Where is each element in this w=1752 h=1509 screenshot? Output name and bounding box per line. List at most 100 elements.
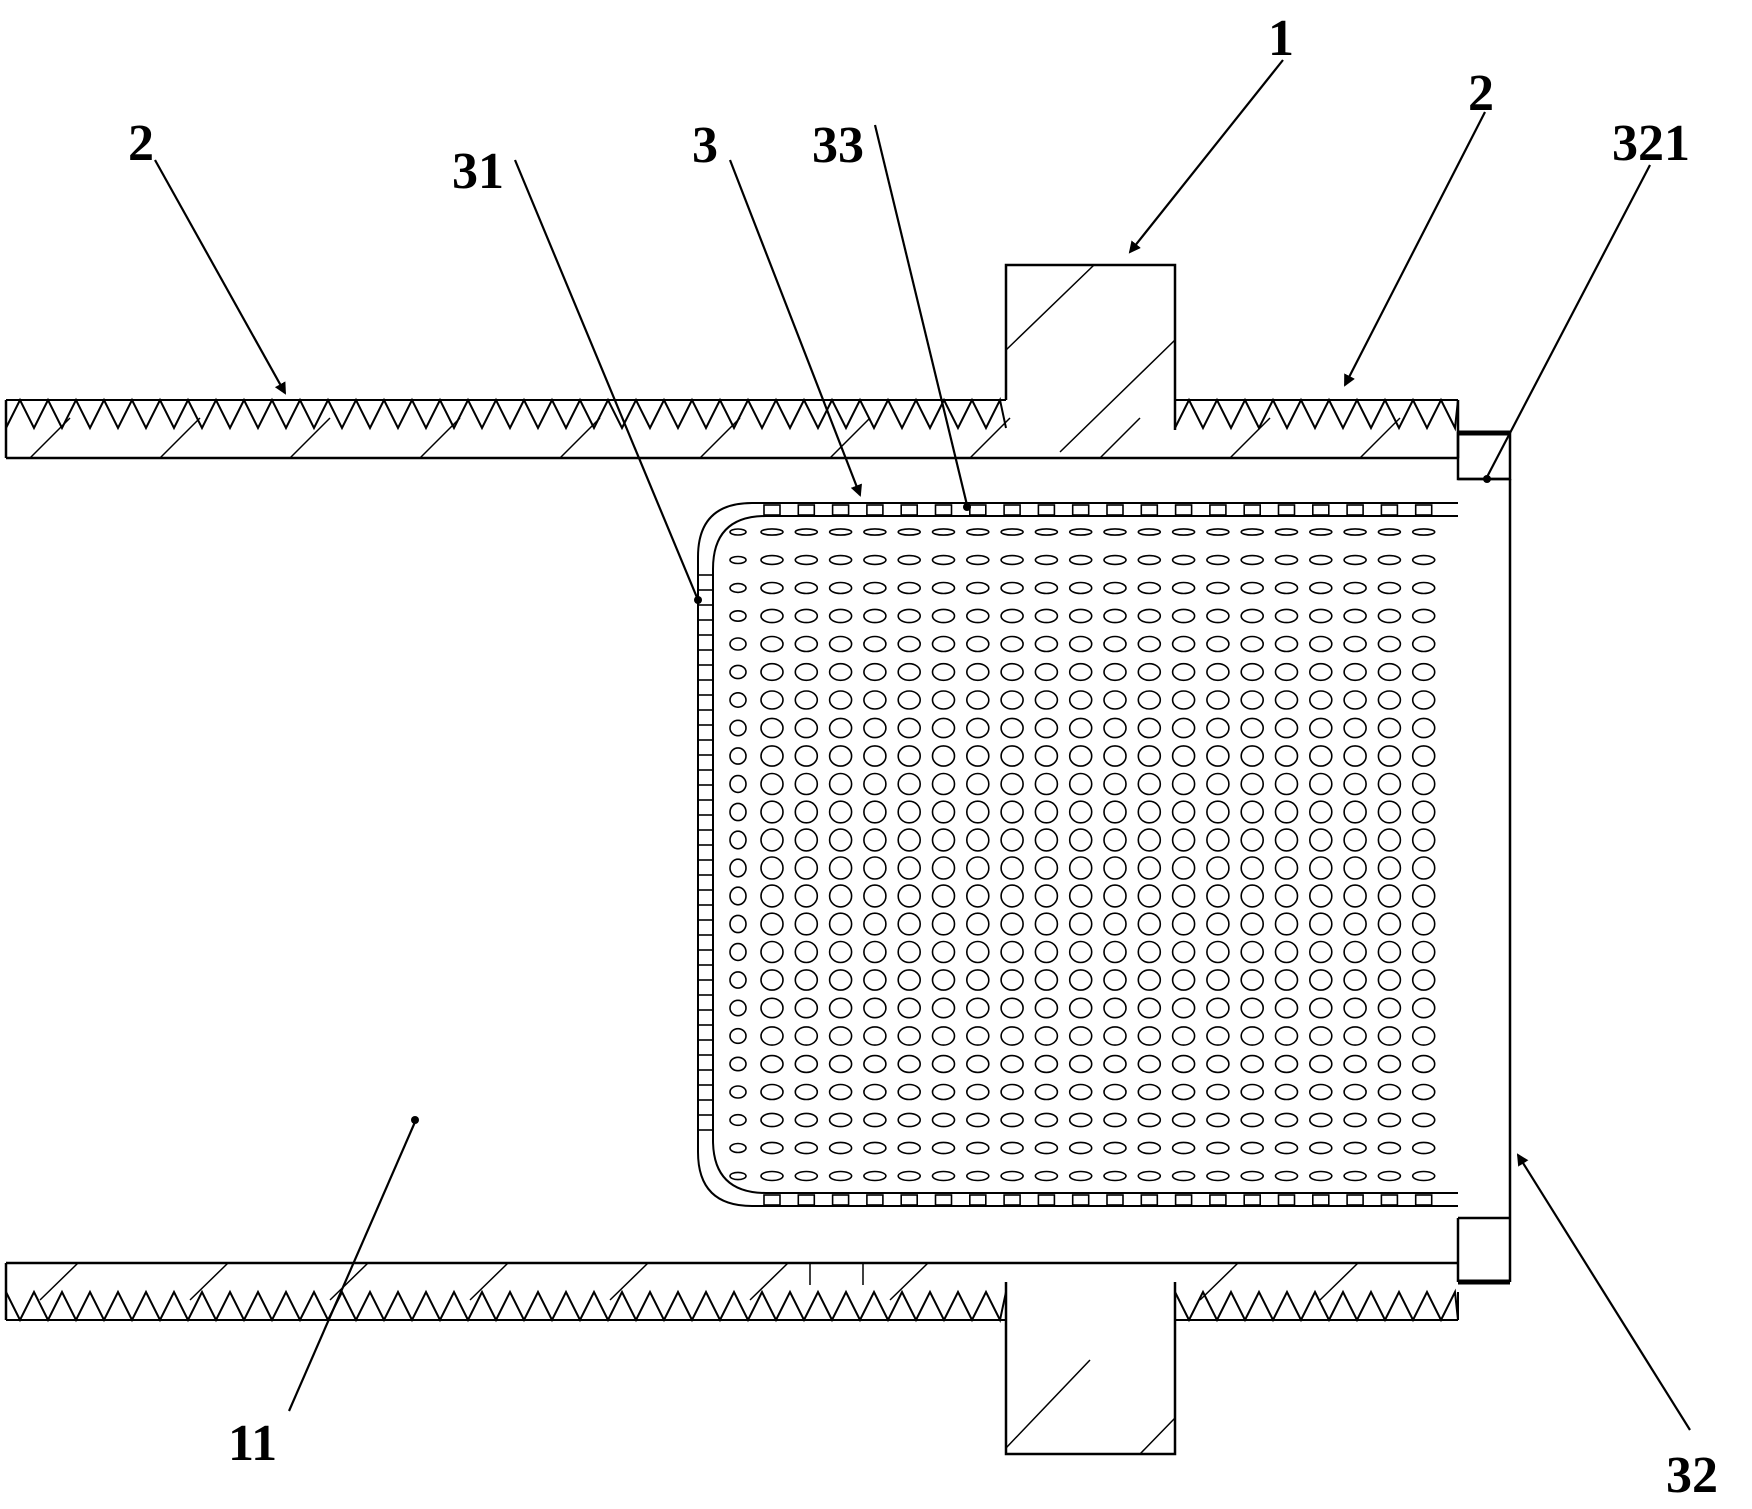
hatch-line: [159, 417, 201, 459]
perforation-hole: [794, 1170, 819, 1182]
perforation-hole: [1274, 884, 1299, 908]
perforation-hole: [1411, 884, 1436, 908]
perforation-hole: [1206, 912, 1230, 936]
perforation-hole: [965, 884, 990, 908]
perforation-hole: [1411, 635, 1436, 653]
perforation-hole: [1068, 828, 1093, 852]
perforation-hole: [1103, 1112, 1127, 1128]
hatch-line: [419, 417, 461, 459]
perforation-hole: [760, 940, 784, 964]
perforation-hole: [1171, 717, 1196, 739]
perforation-hole: [1137, 1054, 1162, 1074]
perforation-hole: [1034, 745, 1059, 767]
perforation-hole: [897, 800, 922, 824]
perforation-hole: [1274, 528, 1299, 536]
perforation-hole: [1137, 940, 1162, 964]
rim-slot: [763, 504, 781, 516]
perforation-hole: [1240, 554, 1264, 566]
perforation-hole: [794, 1141, 819, 1155]
perforation-hole: [1343, 940, 1367, 964]
perforation-hole: [863, 828, 887, 852]
perforation-hole: [897, 690, 922, 710]
rim-slot: [1414, 1194, 1433, 1206]
perforation-hole: [863, 662, 887, 682]
hatch-line: [1319, 1262, 1359, 1301]
perforation-hole: [1343, 772, 1367, 796]
perforation-hole: [897, 1170, 922, 1182]
perforation-hole: [1171, 884, 1196, 908]
perforation-hole: [760, 912, 784, 936]
perforation-hole: [1274, 940, 1299, 964]
section-hatching: [29, 264, 1401, 1455]
perforation-hole: [1206, 856, 1230, 880]
perforation-hole: [931, 745, 956, 767]
perforation-hole: [897, 912, 922, 936]
perforation-hole: [965, 940, 990, 964]
perforation-hole: [760, 1083, 784, 1101]
perforation-hole: [1068, 581, 1093, 595]
perforation-hole: [1000, 1112, 1024, 1128]
perforation-hole: [965, 1112, 990, 1128]
perforation-hole: [794, 1083, 819, 1101]
perforation-hole: [965, 1083, 990, 1101]
perforation-hole: [1034, 635, 1059, 653]
perforation-hole: [729, 528, 747, 536]
perforation-hole: [1000, 800, 1024, 824]
perforation-hole: [1171, 856, 1196, 880]
perforation-hole: [1103, 912, 1127, 936]
label-33: 33: [812, 117, 864, 174]
perforation-hole: [897, 772, 922, 796]
leader-dots: [411, 475, 1491, 1124]
perforation-hole: [1137, 635, 1162, 653]
perforation-hole: [1137, 1170, 1162, 1182]
perforation-hole: [897, 884, 922, 908]
perforation-hole: [931, 997, 956, 1019]
perforation-hole: [794, 1054, 819, 1074]
perforation-hole: [931, 581, 956, 595]
perforation-hole: [1068, 635, 1093, 653]
perforation-hole: [897, 635, 922, 653]
perforation-hole: [965, 912, 990, 936]
perforation-hole: [729, 1113, 747, 1127]
perforation-hole: [1240, 772, 1264, 796]
label-2-right: 2: [1468, 65, 1494, 122]
perforation-hole: [1343, 1026, 1367, 1046]
perforation-hole: [1411, 800, 1436, 824]
hatch-line: [889, 1262, 929, 1301]
perforation-hole: [1068, 662, 1093, 682]
perforation-hole: [1103, 608, 1127, 624]
perforation-hole: [863, 969, 887, 991]
hatch-line: [699, 417, 741, 459]
perforation-hole: [1137, 581, 1162, 595]
perforation-hole: [1377, 856, 1402, 880]
perforation-hole: [828, 635, 853, 653]
perforation-hole: [1034, 581, 1059, 595]
perforation-hole: [1309, 717, 1333, 739]
perforation-hole: [1206, 690, 1230, 710]
perforation-hole: [1171, 1026, 1196, 1046]
perforation-hole: [1171, 554, 1196, 566]
perforation-hole: [1411, 1054, 1436, 1074]
perforation-hole: [1137, 1141, 1162, 1155]
thread-teeth: [1174, 397, 1459, 432]
perforation-hole: [1411, 608, 1436, 624]
hatch-line: [969, 417, 1011, 459]
perforation-hole: [897, 745, 922, 767]
perforation-hole: [931, 969, 956, 991]
perforation-hole: [965, 717, 990, 739]
perforation-hole: [1103, 997, 1127, 1019]
perforation-hole: [1068, 940, 1093, 964]
perforation-hole: [1137, 997, 1162, 1019]
perforation-hole: [828, 940, 853, 964]
rim-slot: [934, 1194, 953, 1206]
perforation-hole: [794, 912, 819, 936]
perforation-hole: [1343, 717, 1367, 739]
perforation-hole: [729, 802, 747, 822]
perforation-hole: [1377, 554, 1402, 566]
perforation-hole: [1240, 528, 1264, 536]
perforation-hole: [729, 664, 747, 680]
perforation-hole: [965, 828, 990, 852]
perforation-hole: [1411, 828, 1436, 852]
perforation-hole: [1343, 997, 1367, 1019]
perforation-hole: [1103, 828, 1127, 852]
